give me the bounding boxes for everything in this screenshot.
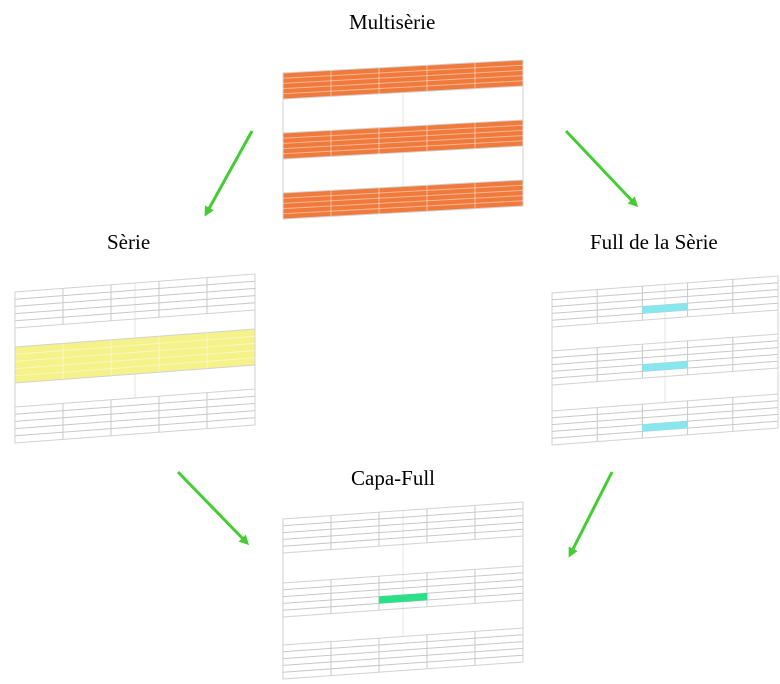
- layer-plate-1-gridline-v: [282, 508, 524, 527]
- layer-plate-2-plate: [551, 333, 779, 386]
- layer-plate-2-gridline-v: [14, 357, 256, 377]
- layer-sheet-label: Capa-Full: [351, 466, 435, 490]
- layer-plate-1-gridline-v: [282, 64, 524, 79]
- layer-plate-3-gridline-v: [14, 402, 256, 422]
- layer-plate-1-gridline-v: [282, 69, 524, 84]
- layer-plate-3-gridline-v: [282, 195, 524, 210]
- layer-plate-2: [14, 328, 256, 384]
- layer-plate-3-plate: [551, 393, 779, 446]
- sheet-of-series-label: Full de la Sèrie: [590, 230, 718, 254]
- series-label: Sèrie: [107, 230, 151, 254]
- layer-plate-1-gridline-v: [14, 302, 256, 322]
- layer-plate-1-plate: [282, 59, 524, 100]
- layer-plate-2: [282, 119, 524, 160]
- layer-plate-1-gridline-v: [14, 280, 256, 300]
- layer-plate-1-gridline-v: [551, 282, 779, 301]
- layer-plate-2-gridline-v: [551, 340, 779, 359]
- multiseries-diagram: [282, 59, 524, 220]
- layer-plate-2-gridline-v: [282, 135, 524, 150]
- layer-plate-1-gridline-v: [282, 80, 524, 95]
- layer-plate-3-gridline-v: [282, 654, 524, 673]
- layer-plate-1: [282, 501, 524, 554]
- layer-plate-1-plate: [551, 275, 779, 328]
- layer-plate-3-gridline-v: [282, 634, 524, 653]
- layer-plate-2-gridline-v: [14, 342, 256, 362]
- layer-plate-2-plate: [282, 119, 524, 160]
- layer-plate-2-gridline-v: [14, 335, 256, 355]
- layer-plate-2-gridline-v: [282, 572, 524, 591]
- layer-plate-3-plate: [282, 627, 524, 680]
- arrow-right-bottom: [568, 471, 614, 558]
- layer-plate-3-gridline-v: [14, 410, 256, 430]
- arrow-top-right: [564, 129, 639, 208]
- layer-sheet-diagram: [282, 501, 524, 680]
- layer-plate-1-gridline-v: [14, 287, 256, 307]
- layer-plate-1-gridline-v: [282, 528, 524, 547]
- layer-plate-3: [282, 627, 524, 680]
- layer-plate-3: [282, 179, 524, 220]
- layer-plate-1-gridline-v: [282, 515, 524, 534]
- arrow-top-left: [204, 130, 254, 217]
- layer-plate-3-plate: [14, 388, 256, 444]
- layer-plate-3-gridline-v: [551, 400, 779, 419]
- layer-plate-2: [282, 565, 524, 618]
- layer-plate-3: [14, 388, 256, 444]
- layer-plate-2-gridline-v: [14, 350, 256, 370]
- arrow-left-bottom: [176, 470, 250, 546]
- layer-plate-2-gridline-v: [282, 140, 524, 155]
- layer-plate-1-plate: [14, 273, 256, 329]
- highlight-cell: [378, 592, 428, 604]
- series-diagram: [14, 273, 256, 444]
- layer-plate-3-gridline-v: [282, 647, 524, 666]
- layer-plate-1-gridline-v: [282, 521, 524, 540]
- highlight-cell: [642, 302, 688, 314]
- layer-plate-1: [282, 59, 524, 100]
- layer-plate-1-gridline-v: [551, 289, 779, 308]
- layer-plate-2-gridline-v: [551, 347, 779, 366]
- layer-plate-1-gridline-v: [14, 295, 256, 315]
- layer-plate-3-gridline-v: [282, 189, 524, 204]
- layer-plate-3-gridline-v: [14, 417, 256, 437]
- layer-plate-3-gridline-v: [14, 395, 256, 415]
- layer-plate-2-gridline-v: [282, 579, 524, 598]
- layer-plate-2-gridline-v: [282, 124, 524, 139]
- layer-plate-3-gridline-v: [282, 184, 524, 199]
- layer-plate-3-gridline-v: [282, 200, 524, 215]
- layer-plate-3-gridline-v: [551, 407, 779, 426]
- layer-plate-1-plate: [282, 501, 524, 554]
- sheet-of-series-diagram: [551, 275, 779, 446]
- layer-plate-2-plate: [282, 565, 524, 618]
- multiseries-label: Multisèrie: [349, 10, 436, 34]
- layer-plate-2-gridline-v: [282, 129, 524, 144]
- highlight-cell: [642, 420, 688, 432]
- highlight-cell: [642, 360, 688, 372]
- layer-plate-2-plate: [14, 328, 256, 384]
- layer-plate-3-gridline-v: [282, 641, 524, 660]
- layer-plate-1-gridline-v: [282, 75, 524, 90]
- layer-plate-1: [14, 273, 256, 329]
- layer-plate-3-plate: [282, 179, 524, 220]
